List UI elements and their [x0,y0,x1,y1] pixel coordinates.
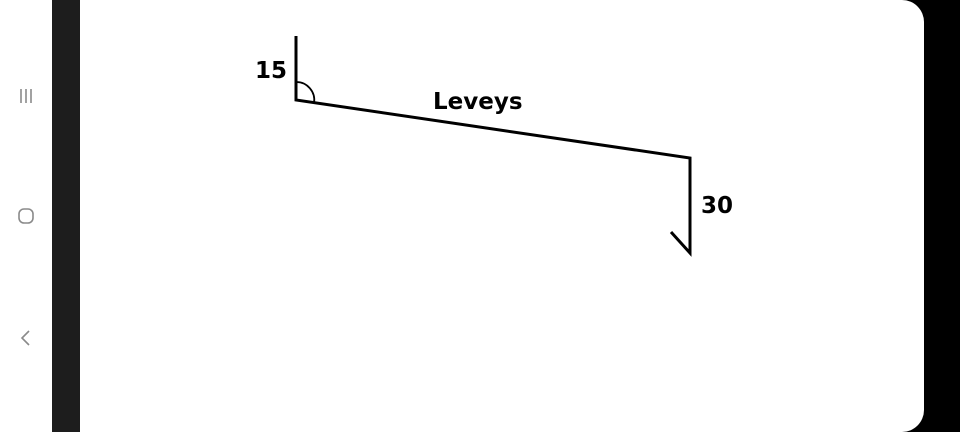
home-icon [18,208,34,224]
navigation-bar [0,0,52,432]
left-flange-label: 15 [255,58,287,84]
recents-button[interactable] [0,76,52,116]
right-flange-label: 30 [701,193,733,219]
flashing-profile-drawing: 15 Leveys 30 [255,36,733,257]
home-button[interactable] [0,196,52,236]
back-icon [20,330,30,346]
profile-outline [294,36,692,257]
image-viewer[interactable]: 15 Leveys 30 [80,0,924,432]
back-button[interactable] [0,318,52,358]
screen-edge-strip [52,0,80,432]
angle-arc-marker [295,81,316,104]
width-label: Leveys [433,89,523,115]
recents-icon [20,89,32,103]
